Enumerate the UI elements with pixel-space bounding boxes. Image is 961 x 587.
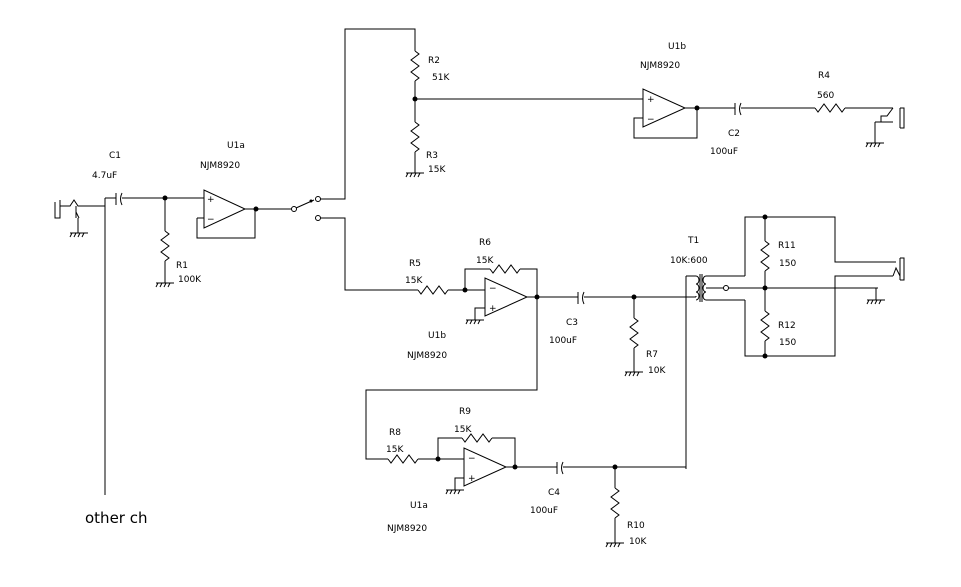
c1-ref: C1 bbox=[109, 151, 121, 161]
r11-value: 150 bbox=[779, 259, 796, 269]
r12-ref: R12 bbox=[778, 321, 796, 331]
capacitor-c3 bbox=[577, 291, 585, 305]
selector-switch bbox=[291, 196, 321, 221]
u1a-top-part: NJM8920 bbox=[200, 161, 240, 171]
r9-ref: R9 bbox=[459, 407, 471, 417]
svg-text:−: − bbox=[647, 115, 655, 125]
capacitor-c4 bbox=[556, 461, 564, 475]
resistor-r10 bbox=[610, 487, 620, 519]
capacitor-c2 bbox=[734, 102, 742, 116]
junction-dot bbox=[694, 105, 700, 111]
resistor-r1 bbox=[160, 230, 170, 262]
r4-ref: R4 bbox=[818, 71, 830, 81]
c4-value: 100uF bbox=[530, 506, 558, 516]
resistor-r12 bbox=[760, 310, 770, 342]
output-jack-balanced bbox=[892, 257, 905, 281]
input-jack bbox=[54, 199, 100, 219]
opamp-u1b-top: + − bbox=[642, 88, 687, 128]
r7-value: 10K bbox=[648, 366, 666, 376]
r10-ref: R10 bbox=[627, 521, 645, 531]
r6-ref: R6 bbox=[479, 238, 491, 248]
svg-text:+: + bbox=[207, 195, 215, 205]
resistor-r9 bbox=[461, 433, 493, 443]
junction-dot bbox=[253, 206, 259, 212]
r2-ref: R2 bbox=[428, 56, 440, 66]
svg-text:−: − bbox=[207, 215, 215, 225]
r1-value: 100K bbox=[178, 275, 202, 285]
transformer-center-tap bbox=[723, 285, 729, 291]
opamp-u1a-bottom: − + bbox=[463, 447, 508, 487]
svg-text:−: − bbox=[489, 284, 497, 294]
ground-symbol bbox=[69, 218, 88, 238]
ground-symbol bbox=[465, 319, 484, 325]
r12-value: 150 bbox=[779, 338, 796, 348]
r6-value: 15K bbox=[476, 256, 494, 266]
u1a-bot-ref: U1a bbox=[410, 501, 428, 511]
t1-value: 10K:600 bbox=[670, 256, 708, 266]
resistor-r3 bbox=[410, 121, 420, 153]
r8-value: 15K bbox=[386, 445, 404, 455]
resistor-r11 bbox=[760, 240, 770, 272]
capacitor-c1 bbox=[115, 192, 123, 206]
resistor-r7 bbox=[629, 317, 639, 349]
ground-symbol bbox=[605, 542, 624, 548]
opamp-u1b-middle: − + bbox=[484, 277, 529, 317]
resistor-r5 bbox=[417, 285, 449, 295]
r5-ref: R5 bbox=[409, 259, 421, 269]
ground-symbol bbox=[445, 489, 464, 495]
opamp-u1a-input-buffer: + − bbox=[203, 189, 247, 229]
svg-text:+: + bbox=[468, 474, 476, 484]
c4-ref: C4 bbox=[548, 488, 560, 498]
u1b-mid-ref: U1b bbox=[428, 331, 446, 341]
c3-value: 100uF bbox=[549, 336, 577, 346]
svg-text:−: − bbox=[468, 454, 476, 464]
output-jack-top bbox=[875, 107, 905, 129]
ground-symbol bbox=[624, 371, 643, 377]
ground-symbol bbox=[405, 172, 424, 178]
resistor-r8 bbox=[387, 454, 419, 464]
transformer-t1 bbox=[695, 274, 707, 302]
ground-symbol bbox=[865, 142, 884, 148]
u1b-top-ref: U1b bbox=[668, 42, 686, 52]
other-ch-label: other ch bbox=[85, 509, 147, 527]
u1b-mid-part: NJM8920 bbox=[407, 351, 447, 361]
r7-ref: R7 bbox=[646, 350, 658, 360]
r10-value: 10K bbox=[629, 537, 647, 547]
c1-value: 4.7uF bbox=[92, 171, 117, 181]
junction-dot bbox=[512, 464, 518, 470]
r11-ref: R11 bbox=[778, 241, 796, 251]
r2-value: 51K bbox=[432, 73, 450, 83]
u1a-bot-part: NJM8920 bbox=[387, 524, 427, 534]
u1a-top-ref: U1a bbox=[227, 141, 245, 151]
ground-symbol bbox=[866, 299, 885, 305]
r3-ref: R3 bbox=[426, 151, 438, 161]
svg-text:+: + bbox=[489, 304, 497, 314]
resistor-r4 bbox=[814, 103, 846, 113]
r3-value: 15K bbox=[428, 165, 446, 175]
r5-value: 15K bbox=[405, 276, 423, 286]
ground-symbol bbox=[155, 282, 174, 288]
r1-ref: R1 bbox=[176, 261, 188, 271]
r9-value: 15K bbox=[454, 425, 472, 435]
r4-value: 560 bbox=[817, 91, 834, 101]
svg-text:+: + bbox=[647, 95, 655, 105]
t1-ref: T1 bbox=[687, 236, 699, 246]
c3-ref: C3 bbox=[566, 318, 578, 328]
resistor-r6 bbox=[489, 264, 521, 274]
c2-ref: C2 bbox=[728, 129, 740, 139]
r8-ref: R8 bbox=[389, 428, 401, 438]
resistor-r2 bbox=[410, 50, 420, 82]
c2-value: 100uF bbox=[710, 147, 738, 157]
u1b-top-part: NJM8920 bbox=[640, 61, 680, 71]
